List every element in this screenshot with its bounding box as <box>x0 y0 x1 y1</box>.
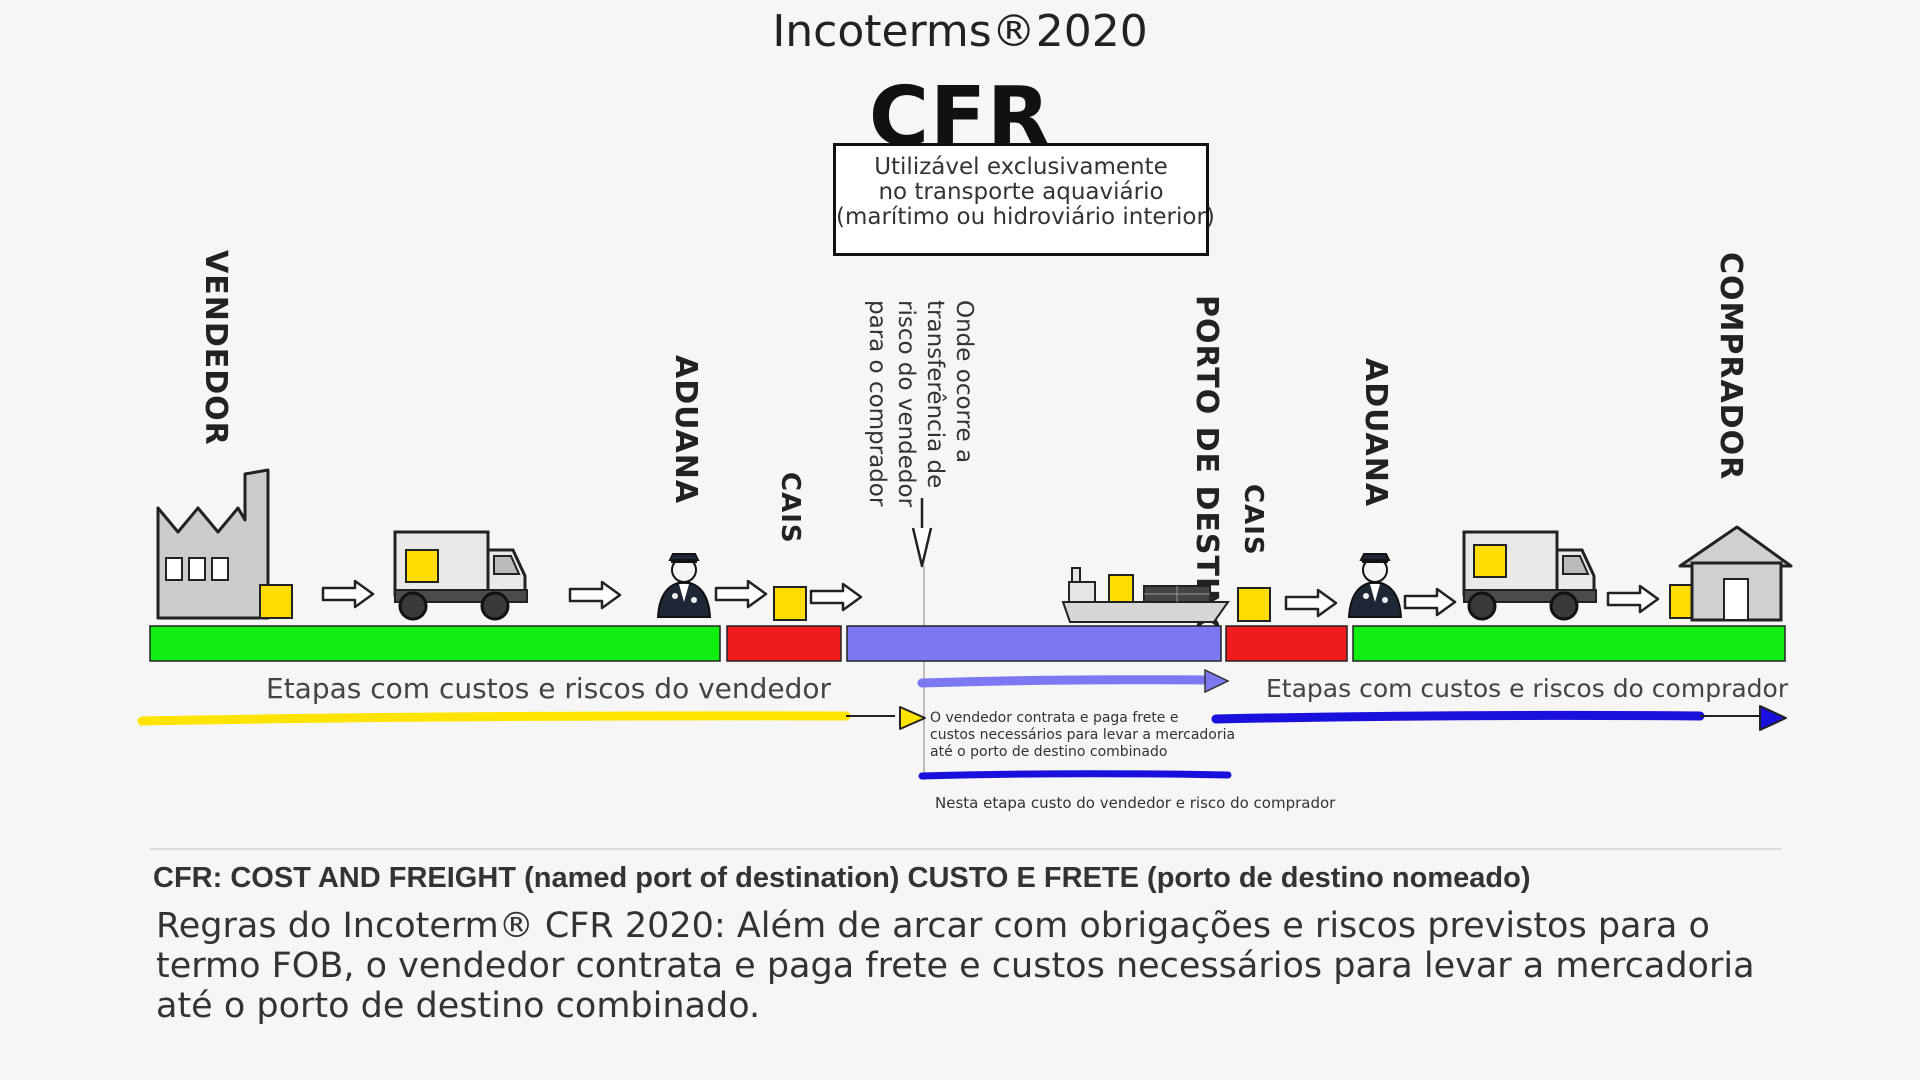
risk-note-line: transferência de <box>922 300 948 489</box>
cargo-box-icon <box>773 586 807 621</box>
factory-icon <box>156 468 270 620</box>
quay-destination-label: CAIS <box>1238 484 1268 556</box>
freight-note: O vendedor contrata e paga frete e custo… <box>930 710 1235 761</box>
seller-cost-arrow-icon <box>137 706 926 730</box>
flow-arrow-icon <box>714 579 768 609</box>
cargo-box-icon <box>1473 544 1507 578</box>
usage-line: (marítimo ou hidroviário interior) <box>836 204 1215 230</box>
customs-destination-label: ADUANA <box>1358 358 1393 508</box>
seller-stage-bar <box>149 625 721 662</box>
flow-arrow-icon <box>1606 584 1660 614</box>
stage-underline <box>918 770 1232 780</box>
customs-officer-icon <box>657 553 711 618</box>
buyer-cost-arrow-icon <box>1211 705 1787 731</box>
divider <box>150 848 1782 850</box>
flow-arrow-icon <box>1403 587 1457 617</box>
rules-line: termo FOB, o vendedor contrata e paga fr… <box>156 946 1755 986</box>
freight-arrow-icon <box>917 668 1230 694</box>
freight-note-line: O vendedor contrata e paga frete e <box>930 710 1179 726</box>
cargo-box-icon <box>259 584 293 619</box>
flow-arrow-icon <box>568 580 622 610</box>
ship-icon <box>1061 567 1230 623</box>
quay-origin-label: CAIS <box>775 472 805 544</box>
term-subtitle: CFR: COST AND FREIGHT (named port of des… <box>153 862 1531 894</box>
rules-text: Regras do Incoterm® CFR 2020: Além de ar… <box>156 906 1856 1026</box>
risk-note-line: risco do vendedor <box>893 300 919 508</box>
warehouse-icon <box>1678 525 1793 622</box>
sea-freight-stage-bar <box>846 625 1222 662</box>
risk-note-line: Onde ocorre a <box>951 300 977 464</box>
seller-stages-label: Etapas com custos e riscos do vendedor <box>266 672 832 705</box>
freight-note-line: até o porto de destino combinado <box>930 744 1168 760</box>
cargo-box-icon <box>405 549 439 583</box>
process-diagram <box>137 468 1793 780</box>
flow-arrow-icon <box>321 579 375 609</box>
cargo-box-icon <box>1237 587 1271 622</box>
origin-quay-stage-bar <box>726 625 842 662</box>
usage-box: Utilizável exclusivamente no transporte … <box>833 143 1215 256</box>
seller-label: VENDEDOR <box>198 250 233 446</box>
risk-note-line: para o comprador <box>864 300 890 507</box>
destination-port-label: PORTO DE DESTINO <box>1189 295 1224 642</box>
customs-origin-label: ADUANA <box>668 355 703 505</box>
freight-note-line: custos necessários para levar a mercador… <box>930 727 1236 743</box>
buyer-stages-label: Etapas com custos e riscos do comprador <box>1266 674 1789 703</box>
customs-officer-icon <box>1348 553 1402 618</box>
buyer-label: COMPRADOR <box>1713 252 1748 481</box>
rules-line: até o porto de destino combinado. <box>156 986 761 1026</box>
usage-line: Utilizável exclusivamente <box>874 154 1168 180</box>
page-title: Incoterms®2020 <box>772 6 1148 57</box>
flow-arrow-icon <box>809 582 863 612</box>
stage-note: Nesta etapa custo do vendedor e risco do… <box>935 794 1336 812</box>
rules-line: Regras do Incoterm® CFR 2020: Além de ar… <box>156 906 1710 946</box>
flow-arrow-icon <box>1284 588 1338 618</box>
buyer-stage-bar <box>1352 625 1786 662</box>
risk-transfer-arrow-icon <box>911 498 933 780</box>
risk-transfer-note: Onde ocorre a transferência de risco do … <box>862 300 978 507</box>
usage-line: no transporte aquaviário <box>878 179 1164 205</box>
destination-quay-stage-bar <box>1225 625 1348 662</box>
